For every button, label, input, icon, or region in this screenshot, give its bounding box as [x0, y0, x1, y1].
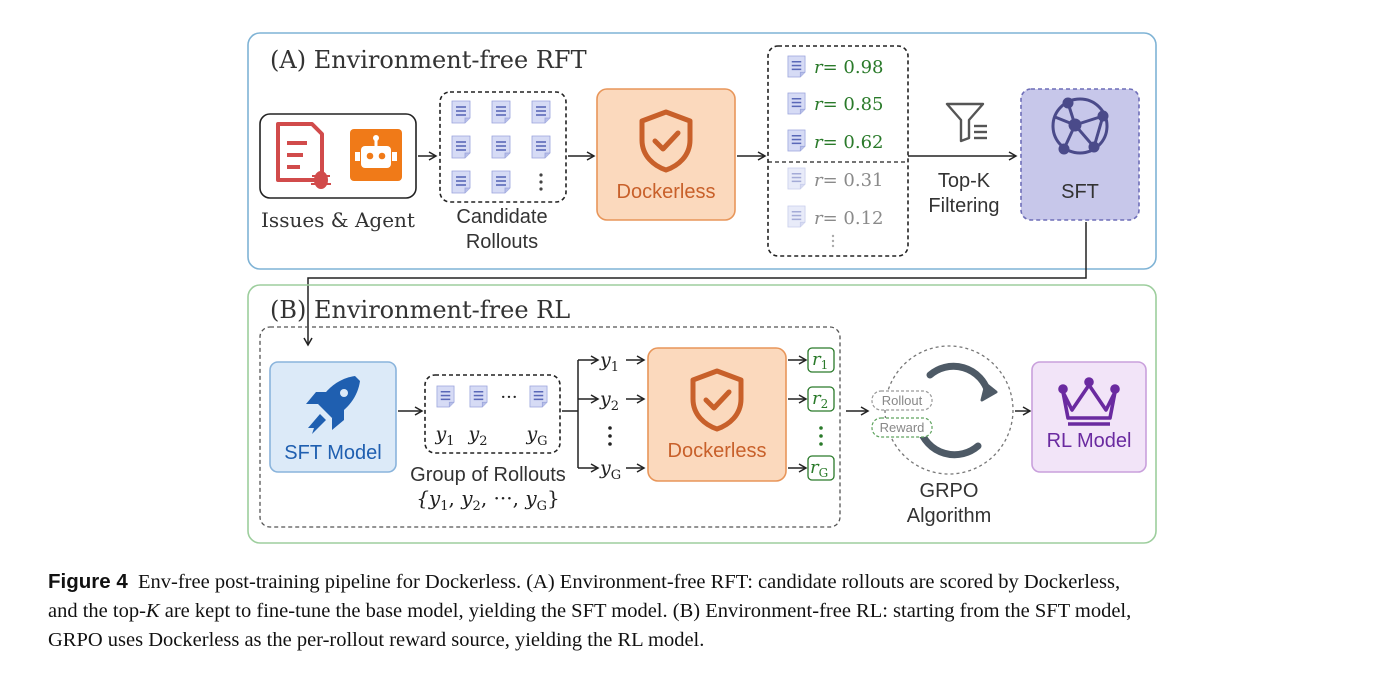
- doc-icon: [436, 385, 455, 408]
- pipeline-diagram: (A) Environment-free RFT Issues & Agent …: [247, 32, 1157, 544]
- bug-report-icon: [276, 122, 331, 189]
- grpo-label-1: GRPO: [920, 480, 979, 502]
- doc-icon: [787, 92, 806, 115]
- caption-line-2b: are kept to fine-tune the base model, yi…: [159, 600, 1132, 622]
- candidate-rollouts-box: [439, 91, 567, 203]
- rollout-group-box: [424, 374, 561, 454]
- panel-b-title: (B) Environment-free RL: [270, 296, 570, 324]
- doc-icon: [469, 385, 488, 408]
- caption-line-3: GRPO uses Dockerless as the per-rollout …: [48, 629, 705, 651]
- connector-sft-to-model: [303, 222, 1087, 347]
- group-item-label: y1: [434, 423, 454, 449]
- doc-icon: [531, 100, 551, 124]
- filter-label-2: Filtering: [928, 195, 999, 217]
- y-label: y2: [599, 388, 619, 414]
- dockerless-label-a: Dockerless: [617, 181, 716, 203]
- robot-agent-icon: [350, 129, 402, 181]
- rocket-icon: [306, 376, 360, 434]
- doc-icon: [787, 205, 806, 228]
- caption-k: K: [145, 600, 160, 622]
- vertical-ellipsis-icon: [819, 426, 823, 446]
- rollout-tag: [871, 390, 933, 411]
- sft-label: SFT: [1061, 181, 1099, 203]
- vertical-ellipsis-icon: [831, 234, 835, 248]
- rl-model-label: RL Model: [1047, 430, 1132, 452]
- branch-lines: [562, 360, 579, 468]
- score-item: r= 0.98: [814, 57, 884, 78]
- doc-icon: [529, 385, 548, 408]
- reward-label: r2: [812, 388, 828, 411]
- doc-icon: [787, 167, 806, 190]
- filter-icon: [945, 102, 987, 143]
- reward-tag: [871, 417, 933, 438]
- reward-tag-label: Reward: [880, 420, 925, 435]
- figure-caption: Figure 4 Env-free post-training pipeline…: [48, 567, 1368, 655]
- crown-icon: [1058, 377, 1120, 426]
- score-item: r= 0.85: [814, 94, 884, 115]
- score-item: r= 0.12: [814, 208, 884, 229]
- vertical-ellipsis-icon: [608, 426, 612, 446]
- panel-a-title: (A) Environment-free RFT: [270, 46, 587, 74]
- y-label: yG: [599, 457, 621, 483]
- reward-badge: [807, 347, 835, 373]
- vertical-ellipsis-icon: [539, 173, 543, 191]
- candidate-label-2: Rollouts: [466, 231, 538, 253]
- rollout-tag-label: Rollout: [882, 393, 923, 408]
- candidate-label-1: Candidate: [456, 206, 547, 228]
- panel-a-frame: [247, 32, 1157, 270]
- doc-icon: [491, 100, 511, 124]
- filter-label-1: Top-K: [938, 170, 991, 192]
- dockerless-label-b: Dockerless: [668, 440, 767, 462]
- doc-icon: [491, 170, 511, 194]
- reward-badge: [807, 386, 835, 412]
- doc-icon: [451, 170, 471, 194]
- score-list: r= 0.98 r= 0.85 r= 0.62 r= 0.31 r= 0.12: [787, 55, 884, 248]
- network-globe-icon: [1051, 97, 1109, 155]
- grpo-label-2: Algorithm: [907, 505, 991, 527]
- reward-badge: [807, 455, 835, 481]
- reward-label: r1: [812, 349, 828, 372]
- panel-b-frame: [247, 284, 1157, 544]
- cycle-arrowhead: [980, 382, 998, 402]
- group-label: Group of Rollouts: [410, 464, 566, 486]
- doc-icon: [491, 135, 511, 159]
- doc-icon: [451, 135, 471, 159]
- caption-line-1: Env-free post-training pipeline for Dock…: [138, 571, 1121, 593]
- score-item: r= 0.31: [814, 170, 884, 191]
- reward-label: rG: [810, 457, 828, 480]
- y-label: y1: [599, 349, 619, 375]
- issues-agent-label: Issues & Agent: [261, 208, 415, 232]
- doc-icon: [787, 129, 806, 152]
- group-item-label: y2: [467, 423, 487, 449]
- caption-line-2a: and the top-: [48, 600, 146, 622]
- sft-model-label: SFT Model: [284, 442, 381, 464]
- cycle-arrows-icon: [916, 362, 992, 459]
- group-item-label: yG: [525, 423, 547, 449]
- rl-loop-frame: [259, 326, 841, 528]
- score-item: r= 0.62: [814, 132, 884, 153]
- doc-icon: [451, 100, 471, 124]
- doc-icon: [787, 55, 806, 78]
- group-ellipsis: ···: [500, 387, 517, 408]
- dockerless-box-b: [647, 347, 787, 482]
- doc-icon: [531, 135, 551, 159]
- scores-box: [767, 45, 909, 257]
- group-set-label: {y1, y2, ···, yG}: [416, 486, 560, 514]
- figure-label: Figure 4: [48, 570, 128, 593]
- dockerless-box-a: [596, 88, 736, 221]
